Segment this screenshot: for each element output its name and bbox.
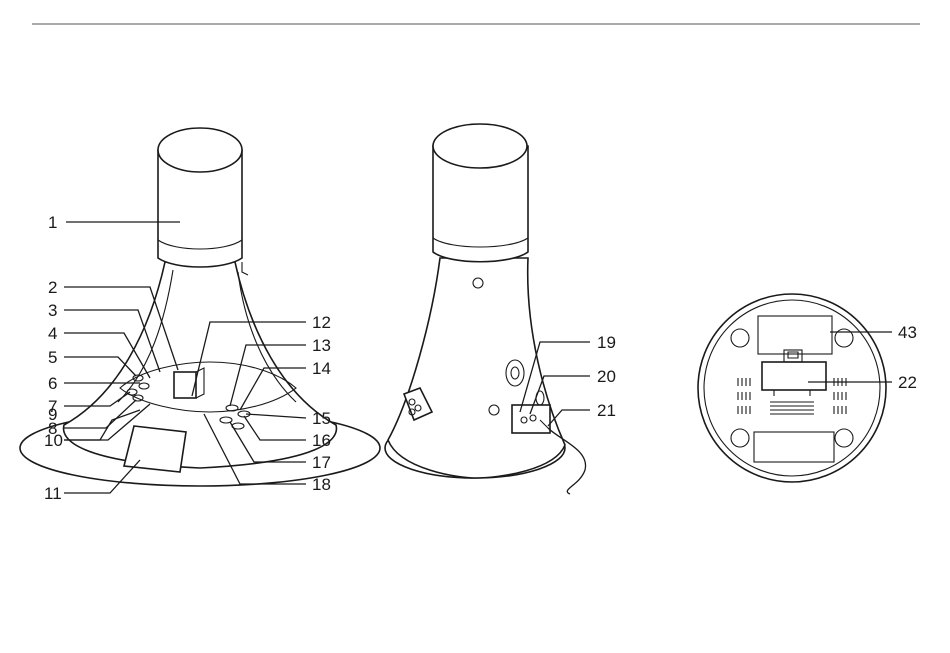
- callout-label-15: 15: [312, 409, 331, 428]
- callout-label-21: 21: [597, 401, 616, 420]
- rear-view: [385, 124, 586, 494]
- rear-body: [388, 258, 565, 478]
- callout-label-2: 2: [48, 278, 57, 297]
- callout-label-19: 19: [597, 333, 616, 352]
- callout-label-18: 18: [312, 475, 331, 494]
- front-display: [124, 426, 186, 472]
- battery-cover: [762, 362, 826, 390]
- callout-label-4: 4: [48, 324, 57, 343]
- callout-label-20: 20: [597, 367, 616, 386]
- callout-label-12: 12: [312, 313, 331, 332]
- callout-label-22: 22: [898, 373, 917, 392]
- callout-label-13: 13: [312, 336, 331, 355]
- callout-label-5: 5: [48, 348, 57, 367]
- callout-label-9: 9: [48, 405, 57, 424]
- callout-label-17: 17: [312, 453, 331, 472]
- callout-label-3: 3: [48, 301, 57, 320]
- bottom-view: [698, 294, 886, 482]
- callout-label-6: 6: [48, 374, 57, 393]
- callout-label-43: 43: [898, 323, 917, 342]
- callout-label-10: 10: [44, 431, 63, 450]
- callout-label-16: 16: [312, 431, 331, 450]
- callout-label-14: 14: [312, 359, 331, 378]
- callout-label-11: 11: [44, 484, 62, 503]
- callout-label-1: 1: [48, 213, 57, 232]
